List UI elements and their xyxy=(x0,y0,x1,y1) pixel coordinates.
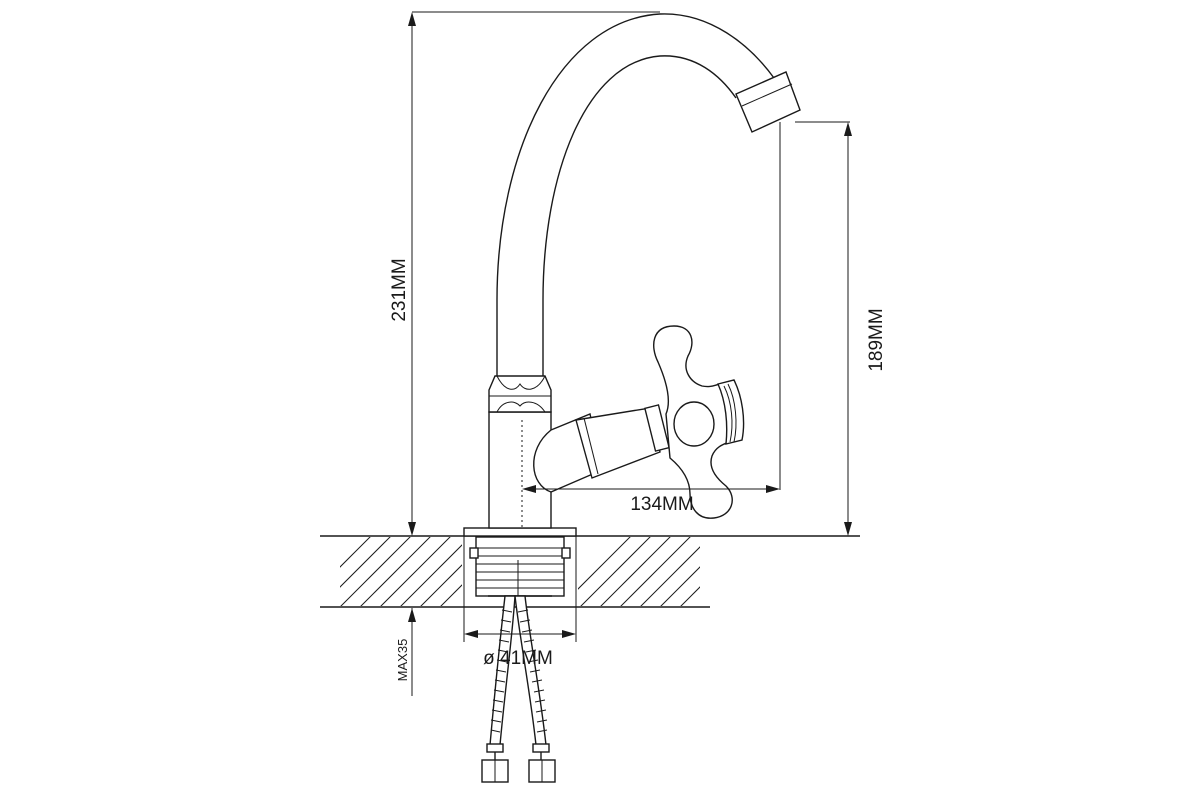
supply-hoses xyxy=(481,595,556,783)
dimension-total-height: 231MM xyxy=(389,11,660,536)
total-height-label: 231MM xyxy=(389,258,410,321)
spout-height-label: 189MM xyxy=(866,308,887,371)
countertop xyxy=(320,535,860,608)
faucet-body xyxy=(488,375,552,529)
max-thickness-label: MAX35 xyxy=(395,639,410,682)
spout xyxy=(496,13,801,376)
dimension-base-diameter: ø 41MM xyxy=(463,536,577,669)
spout-reach-label: 134MM xyxy=(630,494,693,515)
valve-handle xyxy=(533,325,745,519)
base-diameter-label: ø 41MM xyxy=(483,648,553,669)
dimension-spout-reach: 134MM xyxy=(522,122,781,515)
dimension-max-thickness: MAX35 xyxy=(395,608,416,696)
mounting-shank xyxy=(463,527,577,597)
dimension-spout-height: 189MM xyxy=(795,121,887,536)
countertop-hatching xyxy=(340,537,700,606)
